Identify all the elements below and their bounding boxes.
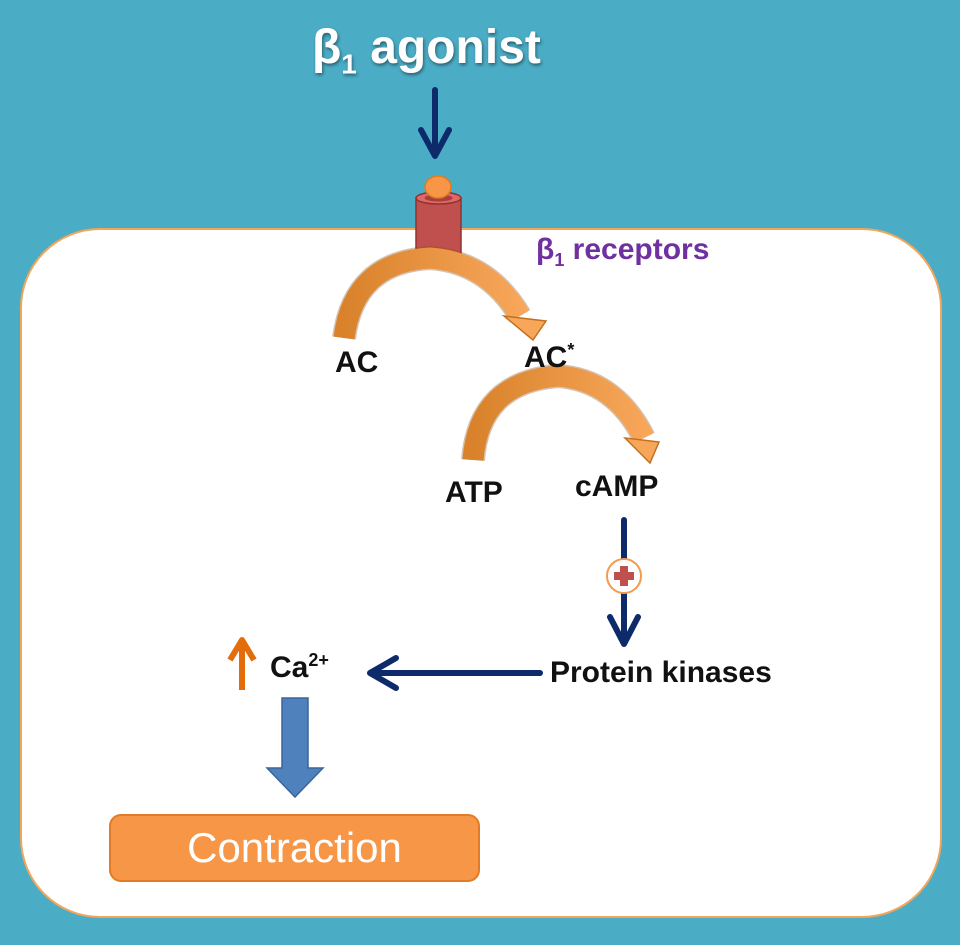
plus-circle-icon xyxy=(606,558,642,594)
block-down-arrow xyxy=(265,697,325,799)
ac-star-label: AC* xyxy=(524,340,574,375)
camp-label: cAMP xyxy=(575,470,659,503)
receptors-word: receptors xyxy=(572,233,710,266)
contraction-box: Contraction xyxy=(109,814,480,882)
ac-star-text: AC xyxy=(524,341,568,374)
cell-membrane xyxy=(20,228,942,918)
ligand-icon xyxy=(424,175,452,199)
protein-kinases-label: Protein kinases xyxy=(550,656,772,689)
camp-to-kinase-arrow xyxy=(607,517,641,647)
agonist-title: β1 agonist xyxy=(312,20,541,81)
up-arrow-icon xyxy=(227,637,257,690)
kinase-to-calcium-arrow xyxy=(367,655,543,691)
atp-conversion-arc xyxy=(461,363,661,465)
agonist-symbol: β xyxy=(312,21,342,74)
receptors-label: β1 receptors xyxy=(536,233,709,271)
agonist-arrow xyxy=(418,87,452,159)
ac-star-sup: * xyxy=(567,340,575,360)
calcium-label: Ca2+ xyxy=(270,650,329,685)
receptors-subscript: 1 xyxy=(554,250,565,270)
ac-label: AC xyxy=(335,346,379,379)
agonist-subscript: 1 xyxy=(341,48,357,80)
calcium-text: Ca xyxy=(270,651,309,684)
calcium-sup: 2+ xyxy=(308,650,329,670)
agonist-word: agonist xyxy=(370,21,541,74)
ac-activation-arc xyxy=(332,245,548,342)
receptors-symbol: β xyxy=(536,233,555,266)
atp-label: ATP xyxy=(445,476,503,509)
